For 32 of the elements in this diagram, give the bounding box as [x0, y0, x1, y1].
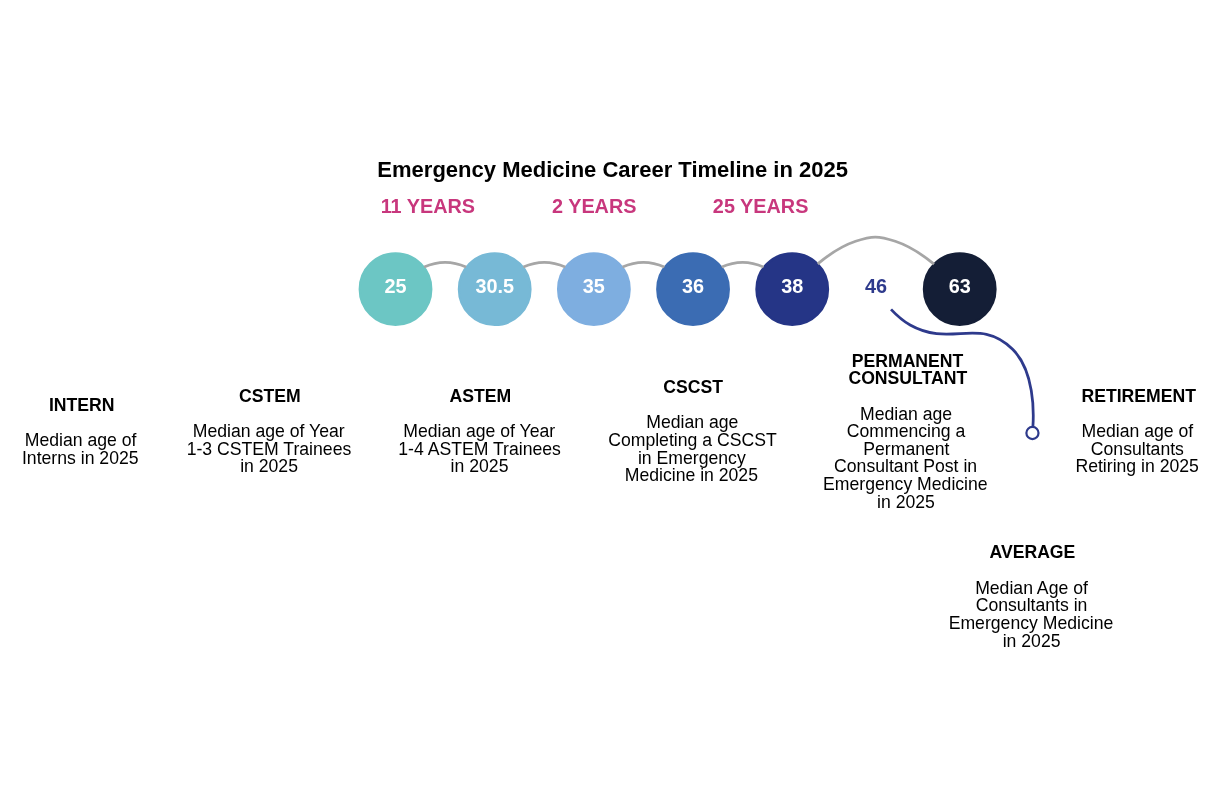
node-label: INTERN [48, 394, 115, 415]
label: 25 YEARS [712, 195, 809, 218]
node-circle: 35 [556, 252, 631, 327]
connector [816, 235, 935, 266]
connector [890, 308, 1035, 427]
node-label: RETIREMENT [1081, 385, 1197, 406]
node-label: Median age Completing a CSCST in Emergency Medicine in 2025 [608, 412, 777, 486]
connector [423, 261, 467, 269]
label: 2 YEARS [551, 195, 637, 218]
node-circle: 30.5 [457, 252, 532, 327]
node-label: CSTEM [239, 385, 301, 406]
node-label: Median age of Interns in 2025 [21, 430, 139, 468]
node-circle [1025, 425, 1040, 441]
node-circle: 63 [922, 252, 997, 327]
diagram-title: Emergency Medicine Career Timeline in 2025 [377, 157, 849, 183]
node-label: PERMANENT CONSULTANT [848, 350, 968, 389]
node-label: Median Age of Consultants in Emergency Medicine in 2025 [948, 577, 1114, 651]
node-text: 46 [864, 274, 888, 297]
node-label: ASTEM [449, 385, 512, 406]
node-circle: 36 [656, 252, 730, 327]
node-label: CSCST [663, 377, 724, 398]
connector [721, 261, 765, 269]
node-circle: 38 [755, 252, 830, 327]
label: 11 YEARS [380, 195, 476, 218]
connector [622, 261, 665, 269]
node-circle: 25 [358, 252, 433, 327]
node-label: AVERAGE [989, 542, 1076, 563]
node-label: Median age of Year 1-3 CSTEM Trainees in 2025 [186, 421, 352, 477]
connector [522, 261, 566, 269]
node-label: Median age of Consultants Retiring in 2025 [1075, 421, 1199, 477]
node-label: Median age of Year 1-4 ASTEM Trainees in 2025 [398, 421, 561, 477]
node-label: Median age Commencing a Permanent Consultant Post in Emergency Medicine in 2025 [823, 403, 988, 512]
